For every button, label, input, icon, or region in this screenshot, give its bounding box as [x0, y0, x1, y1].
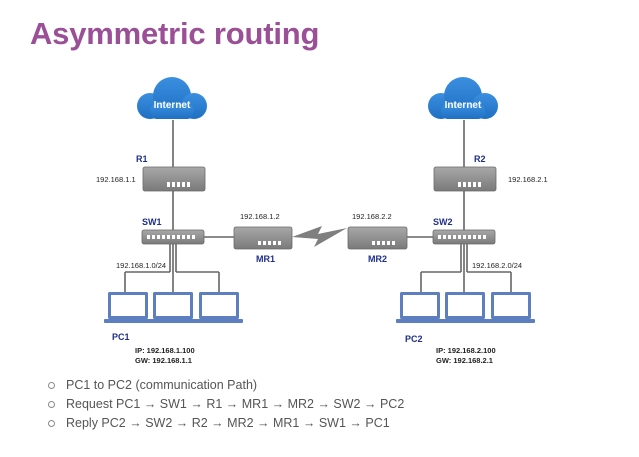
slide-title: Asymmetric routing [30, 16, 320, 51]
pc1-label: PC1 [112, 332, 130, 342]
pc1-ip: IP: 192.168.1.100 [135, 346, 195, 355]
laptop-icon [104, 292, 152, 323]
cloud-icon [137, 77, 207, 119]
cloud-icon [428, 77, 498, 119]
lightning-link-icon [292, 226, 347, 247]
router-icon [433, 166, 497, 192]
subnet-left: 192.168.1.0/24 [116, 261, 166, 270]
r1-ip: 192.168.1.1 [96, 175, 136, 184]
bullet-text: Reply PC2 → SW2 → R2 → MR2 → MR1 → SW1 →… [66, 416, 390, 430]
router-icon [347, 226, 408, 250]
r2-label: R2 [474, 154, 486, 164]
mr1-label: MR1 [256, 254, 275, 264]
pc1-gw: GW: 192.168.1.1 [135, 356, 192, 365]
r2-ip: 192.168.2.1 [508, 175, 548, 184]
mr2-label: MR2 [368, 254, 387, 264]
links [124, 120, 512, 292]
laptop-icon [149, 292, 197, 323]
router-icon [233, 226, 293, 250]
internet-right-label: Internet [445, 100, 482, 111]
network-diagram: Internet Internet R1 192.168.1.1 [96, 77, 548, 365]
bullet-text: Request PC1 → SW1 → R1 → MR1 → MR2 → SW2… [66, 397, 405, 411]
bullet-item: Reply PC2 → SW2 → R2 → MR2 → MR1 → SW1 →… [48, 414, 404, 433]
switch-icon [141, 229, 205, 245]
laptop-icon [396, 292, 444, 323]
laptop-icon [487, 292, 535, 323]
switch-icon [432, 229, 496, 245]
bullet-circle-icon [48, 420, 55, 427]
mr2-ip: 192.168.2.2 [352, 212, 392, 221]
internet-left-label: Internet [154, 100, 191, 111]
sw2-label: SW2 [433, 217, 453, 227]
mr1-ip: 192.168.1.2 [240, 212, 280, 221]
laptop-icon [441, 292, 489, 323]
pc2-ip: IP: 192.168.2.100 [436, 346, 496, 355]
r1-label: R1 [136, 154, 148, 164]
laptop-icon [195, 292, 243, 323]
bullet-item: Request PC1 → SW1 → R1 → MR1 → MR2 → SW2… [48, 395, 404, 414]
bullet-circle-icon [48, 401, 55, 408]
path-bullets: PC1 to PC2 (communication Path) Request … [48, 376, 404, 433]
bullet-circle-icon [48, 382, 55, 389]
pc2-gw: GW: 192.168.2.1 [436, 356, 493, 365]
router-icon [142, 166, 206, 192]
pc2-label: PC2 [405, 334, 423, 344]
subnet-right: 192.168.2.0/24 [472, 261, 522, 270]
bullet-item: PC1 to PC2 (communication Path) [48, 376, 404, 395]
bullet-text: PC1 to PC2 (communication Path) [66, 378, 258, 392]
sw1-label: SW1 [142, 217, 162, 227]
